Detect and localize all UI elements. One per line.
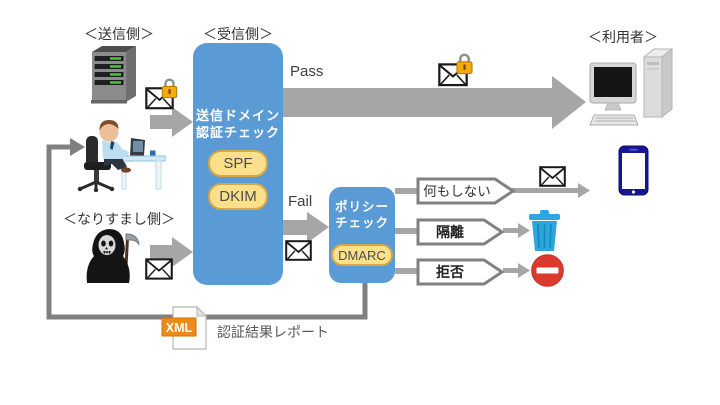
action-none-label: 何もしない: [423, 184, 491, 199]
fail-arrow: [283, 212, 329, 243]
action-quarantine-label: 隔離: [436, 224, 464, 240]
action-stub-3: [395, 268, 418, 274]
xml-file-icon: XML: [161, 305, 208, 350]
quarantine-arrow: [503, 223, 530, 238]
dmarc-badge: DMARC: [331, 244, 393, 266]
spoofer-side-label: ＜なりすまし側＞: [63, 211, 175, 227]
action-none-banner: 何もしない: [416, 177, 516, 205]
fail-label: Fail: [288, 193, 313, 210]
deliver-arrow: [512, 183, 590, 198]
pass-label: Pass: [290, 63, 324, 80]
spf-badge: SPF: [208, 150, 268, 177]
person-at-desk-icon: [77, 120, 166, 192]
mail-server-icon: [91, 46, 136, 104]
policy-check-box: ポリシー チェック: [329, 187, 395, 283]
sender-side-label: ＜送信側＞: [84, 26, 154, 42]
action-stub-2: [395, 228, 418, 234]
failed-mail-icon: [285, 240, 312, 261]
receiver-side-label: ＜受信側＞: [203, 26, 273, 42]
action-quarantine-banner: 隔離: [416, 218, 505, 246]
auth-check-title: 送信ドメイン 認証チェック: [195, 108, 280, 140]
passed-mail-icon: [438, 53, 474, 87]
action-reject-banner: 拒否: [416, 258, 505, 286]
dkim-badge: DKIM: [208, 183, 268, 210]
desktop-computer-icon: [589, 47, 674, 126]
policy-check-title: ポリシー チェック: [334, 200, 389, 230]
no-entry-icon: [531, 254, 564, 287]
report-feedback-line: [46, 138, 368, 320]
grim-reaper-icon: [86, 229, 140, 284]
action-reject-label: 拒否: [436, 264, 464, 280]
spoofed-mail-icon: [145, 258, 173, 280]
reject-arrow: [503, 263, 530, 278]
action-stub-1: [395, 188, 418, 194]
spoofer-mail-arrow: [150, 237, 193, 267]
trash-can-icon: [529, 210, 560, 251]
xml-file-label: XML: [166, 321, 193, 335]
smartphone-icon: [618, 145, 649, 196]
sender-mail-arrow: [150, 107, 193, 137]
pass-arrow: [283, 76, 586, 129]
delivered-mail-icon: [539, 166, 566, 187]
signed-mail-icon: [145, 78, 178, 110]
report-label: 認証結果レポート: [217, 324, 329, 340]
user-side-label: ＜利用者＞: [588, 29, 658, 45]
